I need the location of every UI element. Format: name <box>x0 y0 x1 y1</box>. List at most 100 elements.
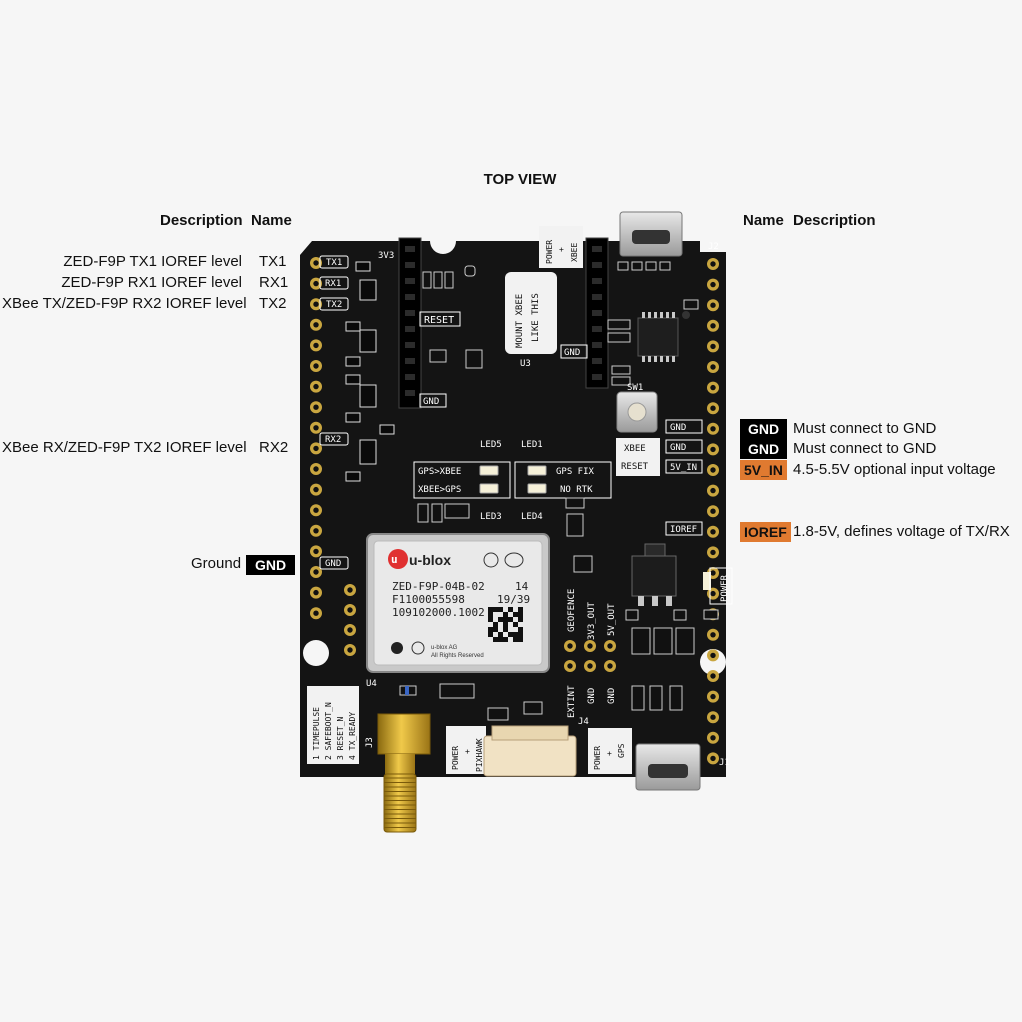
silk-reset: RESET <box>424 315 454 326</box>
silk-pins-list-4: 4 TX_READY <box>348 712 357 760</box>
silk-gps-xbee: GPS>XBEE <box>418 467 461 477</box>
left-name-header: Name <box>251 212 292 229</box>
silk-pixhawk-name: PIXHAWK <box>475 738 484 772</box>
right-pin-name: GND <box>740 419 788 439</box>
silk-gps-name: GPS <box>617 743 626 758</box>
socket-pin <box>405 246 415 252</box>
silk-xbee-reset-2: RESET <box>621 462 649 472</box>
silk-gnd-r2: GND <box>670 443 686 453</box>
silk-j2: J2 <box>708 242 719 252</box>
silk-3v3-out: 3V3_OUT <box>587 601 597 640</box>
socket-pin <box>592 358 602 364</box>
right-pin-description: 1.8-5V, defines voltage of TX/RX <box>793 523 1010 540</box>
silk-gnd-bot1: GND <box>587 688 597 704</box>
left-pin-description: XBee TX/ZED-F9P RX2 IOREF level <box>2 295 247 312</box>
socket-pin <box>405 278 415 284</box>
silk-j4: J4 <box>578 717 589 727</box>
right-pin-tag: GND <box>740 419 788 439</box>
left-pin-name: GND <box>246 555 296 575</box>
right-pin-tag: IOREF <box>740 522 791 542</box>
socket-pin <box>592 310 602 316</box>
silk-gps-plus: + <box>605 751 614 756</box>
silk-power-plus: + <box>557 247 566 252</box>
socket-pin <box>592 342 602 348</box>
left-pin-description: ZED-F9P RX1 IOREF level <box>61 274 242 291</box>
silk-rx1: RX1 <box>325 279 341 289</box>
right-pin-tag: 5V_IN <box>740 460 787 480</box>
silk-gps-fix: GPS FIX <box>556 467 595 477</box>
silk-power-xbee-name: XBEE <box>570 243 579 262</box>
silk-gnd-mid: GND <box>564 348 580 358</box>
mounting-hole <box>700 649 726 675</box>
socket-pin <box>405 342 415 348</box>
silk-xbee-gps: XBEE>GPS <box>418 485 461 495</box>
silk-u4: U4 <box>366 679 377 689</box>
silk-no-rtk: NO RTK <box>560 485 593 495</box>
silk-gnd-bot2: GND <box>607 688 617 704</box>
left-pin-name: RX1 <box>259 274 289 291</box>
right-header-pins <box>707 258 719 765</box>
left-pin-name: RX2 <box>259 439 289 456</box>
xbee-socket-left <box>398 237 422 409</box>
silk-gnd-xbee: GND <box>423 397 439 407</box>
smd-components <box>345 261 395 482</box>
socket-pin <box>405 262 415 268</box>
silk-pins-list-3: 3 RESET_N <box>336 716 345 760</box>
mounting-hole <box>430 228 456 254</box>
silk-led1: LED1 <box>521 440 543 450</box>
right-description-header: Description <box>793 212 876 229</box>
left-gnd-tag: GND <box>246 555 296 575</box>
socket-pin <box>592 262 602 268</box>
aux-header-4pin <box>344 584 356 656</box>
silk-xbee-reset-1: XBEE <box>624 444 646 454</box>
socket-pin <box>592 374 602 380</box>
module-line2: F1100055598 <box>392 593 465 606</box>
silk-5v-in: 5V_IN <box>670 463 697 473</box>
left-header-pins <box>310 257 322 620</box>
left-pin-description: ZED-F9P TX1 IOREF level <box>63 253 242 270</box>
module-qr-code <box>488 607 523 642</box>
socket-pin <box>405 294 415 300</box>
silk-led3: LED3 <box>480 512 502 522</box>
socket-pin <box>592 246 602 252</box>
silk-j3: J3 <box>365 737 375 748</box>
socket-pin <box>405 326 415 332</box>
mounting-hole <box>682 311 690 319</box>
silk-tx1: TX1 <box>326 258 342 268</box>
silk-power-led: POWER <box>720 574 730 602</box>
socket-pin <box>592 326 602 332</box>
svg-text:u: u <box>391 553 398 566</box>
status-leds <box>479 465 547 494</box>
module-line3: 109102000.1002 <box>392 606 485 619</box>
silk-sw1: SW1 <box>627 383 643 393</box>
silk-geofence: GEOFENCE <box>567 589 577 632</box>
module-code2: 19/39 <box>497 593 530 606</box>
regulator <box>631 555 677 597</box>
silk-3v3: 3V3 <box>378 251 394 261</box>
left-description-header: Description <box>160 212 243 229</box>
silk-power-xbee: POWER <box>545 240 554 264</box>
right-pin-description: 4.5-5.5V optional input voltage <box>793 461 996 478</box>
silk-mount-line1: MOUNT XBEE <box>515 294 525 348</box>
right-pin-name: GND <box>740 439 788 459</box>
left-pin-description: Ground <box>191 555 242 572</box>
socket-pin <box>592 294 602 300</box>
breakout-pins <box>564 640 616 672</box>
silk-ioref: IOREF <box>670 525 697 535</box>
right-pin-name: 5V_IN <box>740 460 787 480</box>
sma-antenna-connector <box>377 713 431 833</box>
module-fine1: u-blox AG <box>431 645 458 651</box>
silk-gnd-r1: GND <box>670 423 686 433</box>
socket-pin <box>592 278 602 284</box>
ublox-logo <box>388 549 408 569</box>
mount-xbee-label <box>505 272 557 354</box>
silk-rx2: RX2 <box>325 435 341 445</box>
silk-mount-line2: LIKE THIS <box>531 293 541 342</box>
silk-power-gps: POWER <box>593 746 602 770</box>
socket-pin <box>405 390 415 396</box>
module-fine2: All Rights Reserved <box>431 653 484 659</box>
diagram-title: TOP VIEW <box>483 171 557 188</box>
silk-tx2: TX2 <box>326 300 342 310</box>
silk-5v-out: 5V_OUT <box>607 603 617 636</box>
